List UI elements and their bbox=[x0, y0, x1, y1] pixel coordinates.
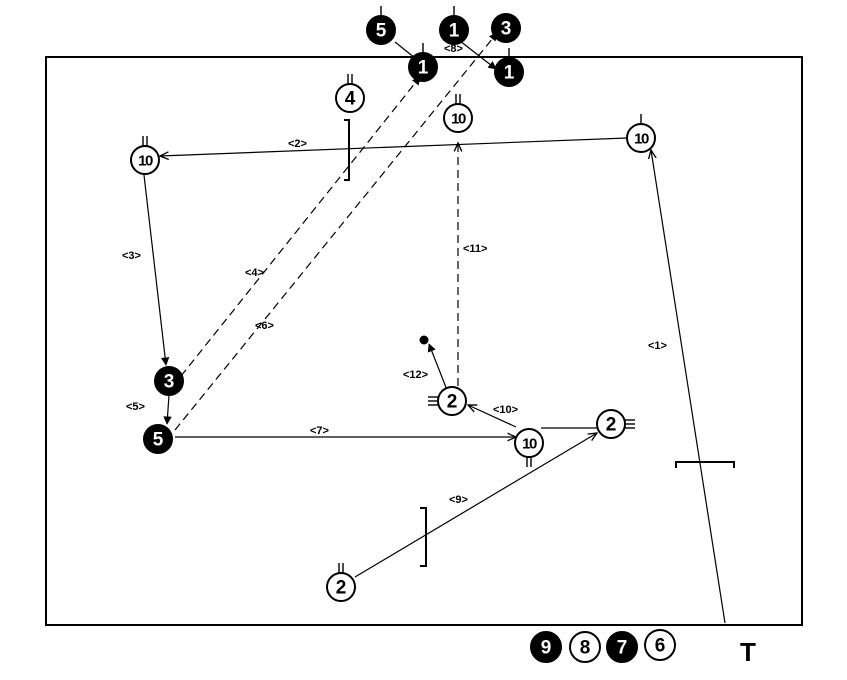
player-circle bbox=[626, 123, 656, 153]
player-p7-bench: 7 bbox=[606, 631, 638, 663]
paths bbox=[143, 32, 726, 624]
player-circle bbox=[437, 386, 467, 416]
player-p10-right-top: 10 bbox=[626, 114, 656, 153]
player-number: 2 bbox=[447, 392, 458, 413]
player-number: 5 bbox=[376, 21, 387, 42]
path-8 bbox=[459, 40, 497, 70]
player-circle bbox=[326, 572, 356, 602]
player-p8-bench: 8 bbox=[569, 631, 601, 663]
path-12 bbox=[427, 343, 448, 391]
path-labels: <1> <2> <3> <4> <5> <6> <7> <8> <9> <10>… bbox=[122, 43, 667, 506]
player-number: 5 bbox=[153, 430, 164, 451]
player-circle bbox=[644, 629, 676, 661]
path-label-1: <1> bbox=[648, 340, 667, 352]
player-number: 6 bbox=[655, 636, 666, 657]
player-p5-left: 5 bbox=[143, 424, 173, 454]
screen-marker-right bbox=[675, 461, 735, 468]
player-p10-center: 10 bbox=[514, 428, 544, 467]
player-number: 3 bbox=[164, 372, 175, 393]
coach-label: T bbox=[740, 637, 756, 667]
path-3 bbox=[143, 174, 170, 366]
player-p1-a: 1 bbox=[439, 6, 469, 45]
player-number: 3 bbox=[501, 19, 512, 40]
player-circle bbox=[530, 631, 562, 663]
player-number: 2 bbox=[606, 415, 617, 436]
player-number: 10 bbox=[138, 153, 153, 170]
player-p5-top: 5 bbox=[366, 6, 396, 45]
player-number: 7 bbox=[617, 638, 628, 659]
player-circle bbox=[494, 57, 524, 87]
player-circle bbox=[408, 52, 438, 82]
path-1 bbox=[651, 150, 726, 624]
path-label-6: <6> bbox=[255, 320, 274, 332]
player-circle bbox=[335, 83, 365, 113]
path-4 bbox=[180, 76, 421, 377]
player-p10-mid-top: 10 bbox=[443, 94, 473, 133]
player-circle bbox=[366, 15, 396, 45]
player-p2-center: 2 bbox=[428, 386, 467, 416]
player-number: 2 bbox=[336, 578, 347, 599]
path-label-10: <10> bbox=[493, 404, 518, 416]
player-number: 4 bbox=[345, 89, 356, 110]
path-label-2: <2> bbox=[288, 138, 307, 150]
player-number: 10 bbox=[522, 436, 537, 453]
path-label-3: <3> bbox=[122, 250, 141, 262]
path-label-11: <11> bbox=[463, 243, 487, 255]
screen-marker-lower bbox=[420, 507, 427, 567]
player-circle bbox=[596, 409, 626, 439]
player-circle bbox=[606, 631, 638, 663]
player-number: 8 bbox=[580, 638, 591, 659]
ball bbox=[419, 335, 429, 345]
player-number: 10 bbox=[634, 131, 649, 148]
path-2 bbox=[160, 137, 628, 156]
player-p1-b: 1 bbox=[408, 43, 438, 82]
path-label-7: <7> bbox=[310, 425, 329, 437]
path-10 bbox=[468, 405, 517, 428]
player-p2-right: 2 bbox=[596, 409, 635, 439]
player-circle bbox=[439, 15, 469, 45]
screen-marker-upper bbox=[344, 119, 350, 181]
player-circle bbox=[514, 428, 544, 458]
player-circle bbox=[569, 631, 601, 663]
path-label-9: <9> bbox=[449, 494, 468, 506]
player-number: 1 bbox=[449, 21, 460, 42]
player-number: 1 bbox=[418, 58, 429, 79]
player-number: 9 bbox=[541, 638, 552, 659]
path-label-8: <8> bbox=[444, 43, 463, 55]
player-p4: 4 bbox=[335, 74, 365, 113]
player-circle bbox=[491, 13, 521, 43]
screen-markers bbox=[344, 119, 735, 567]
player-p6-bench: 6 bbox=[644, 629, 676, 661]
path-label-5: <5> bbox=[126, 401, 145, 413]
player-circle bbox=[154, 366, 184, 396]
player-p3-top: 3 bbox=[491, 13, 521, 43]
path-6 bbox=[174, 32, 498, 431]
path-9 bbox=[354, 433, 597, 578]
player-p1-c: 1 bbox=[494, 48, 524, 87]
path-label-4: <4> bbox=[245, 267, 264, 279]
player-number: 1 bbox=[504, 63, 515, 84]
player-circle bbox=[443, 103, 473, 133]
path-8-in bbox=[394, 41, 416, 59]
player-circle bbox=[143, 424, 173, 454]
player-circle bbox=[130, 145, 160, 175]
player-p3-left: 3 bbox=[154, 366, 184, 396]
player-number: 10 bbox=[451, 111, 466, 128]
player-p10-left-top: 10 bbox=[130, 136, 160, 175]
path-5 bbox=[163, 394, 172, 425]
path-label-12: <12> bbox=[403, 369, 428, 381]
player-p2-bottom: 2 bbox=[326, 563, 356, 602]
player-p9-bench: 9 bbox=[530, 631, 562, 663]
